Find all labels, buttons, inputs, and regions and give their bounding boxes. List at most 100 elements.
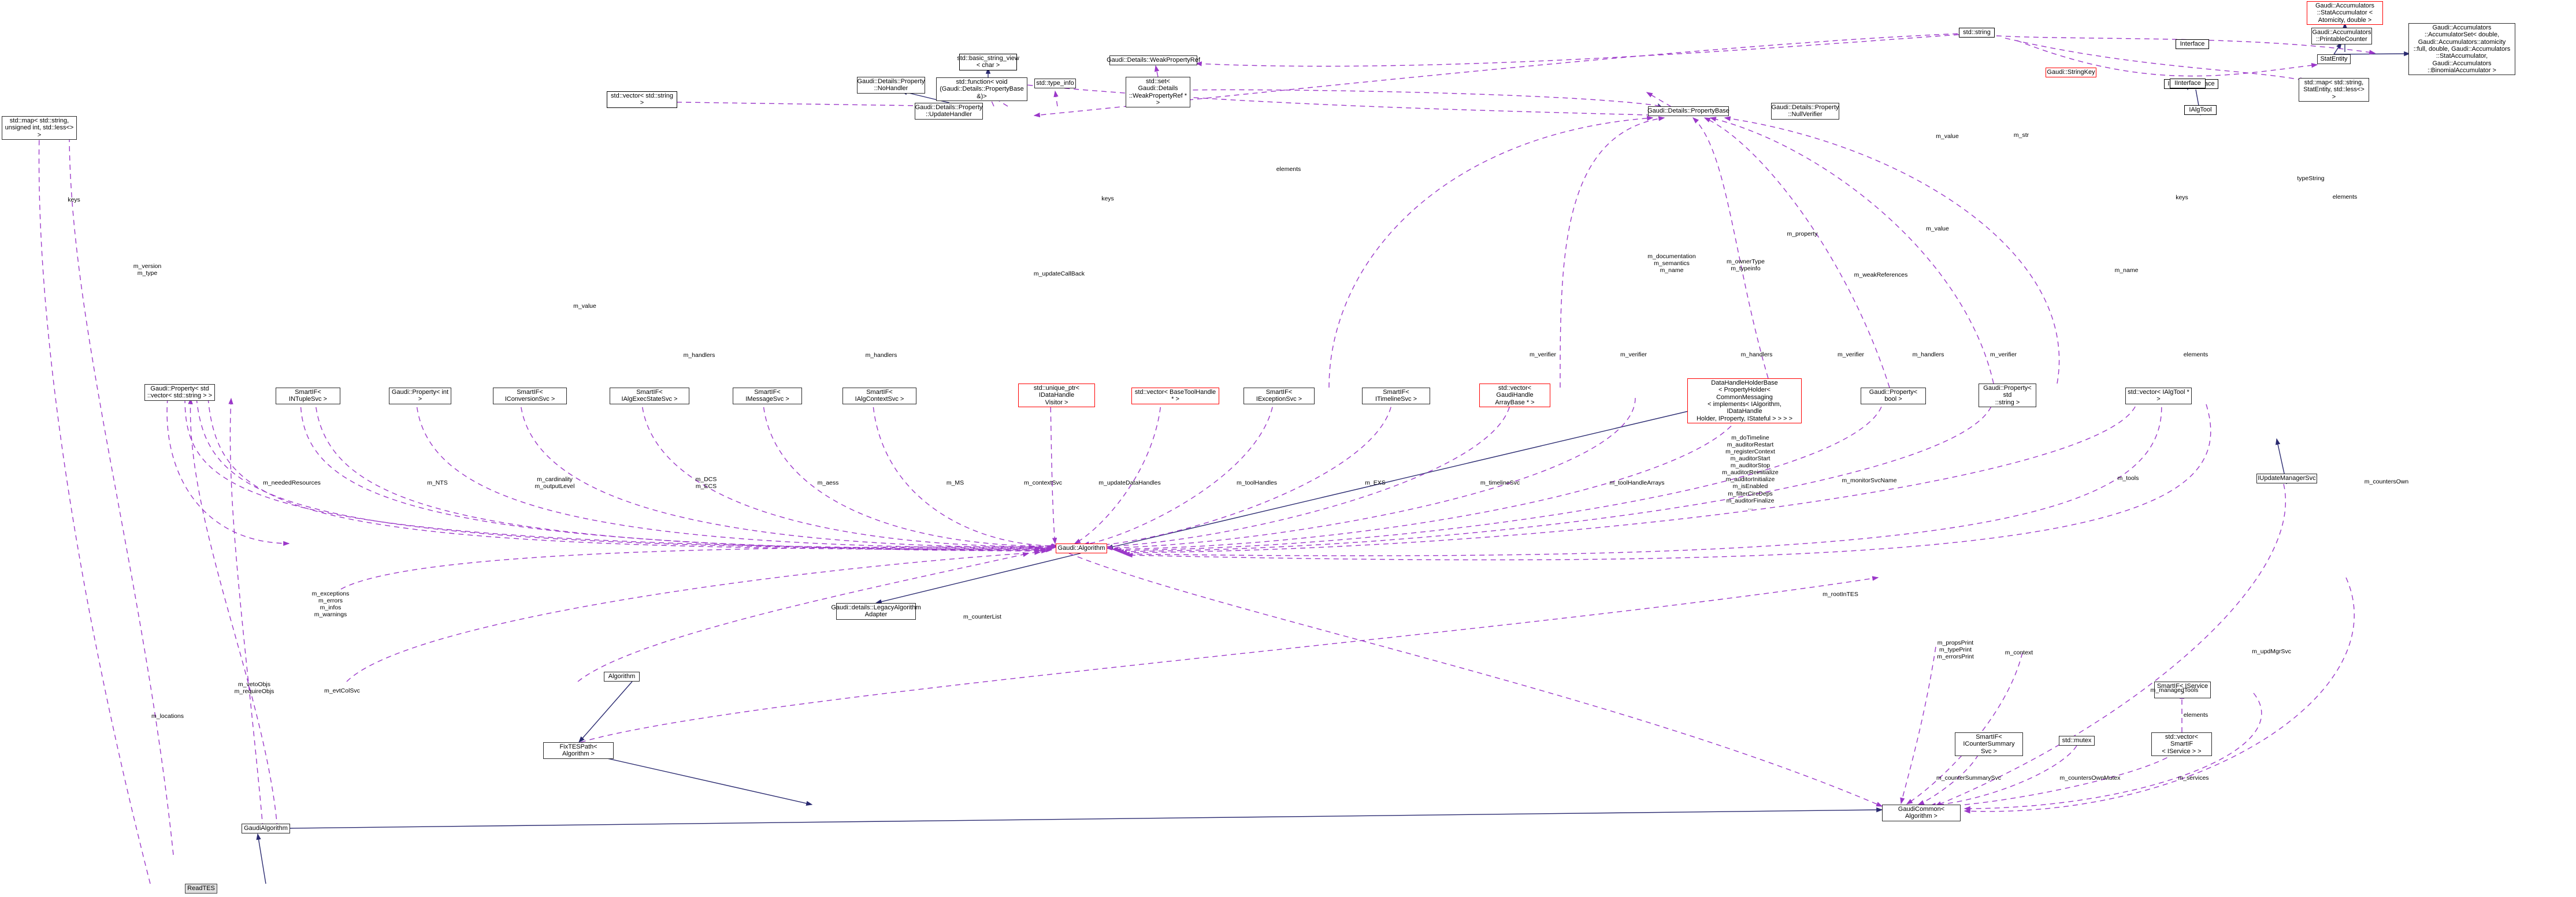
class-node[interactable]: std::type_info	[1034, 79, 1076, 88]
edge-label: m_ownerType m_typeinfo	[1727, 258, 1765, 273]
edge-label: m_verifier	[1620, 351, 1647, 358]
class-node[interactable]: GaudiAlgorithm	[242, 824, 290, 833]
class-node[interactable]: std::set< Gaudi::Details ::WeakPropertyR…	[1126, 77, 1190, 108]
class-node[interactable]: SmartIF< IService >	[2154, 682, 2211, 698]
edge-label: m_property	[1787, 230, 1818, 237]
edge-label: m_name	[2114, 267, 2139, 274]
edge-label: m_version m_type	[133, 263, 162, 277]
class-node[interactable]: StatEntity	[2317, 54, 2351, 64]
class-node[interactable]: Gaudi::Details::PropertyBase	[1647, 106, 1729, 116]
edge-label: m_contextSvc	[1024, 479, 1062, 486]
class-node[interactable]: std::vector< SmartIF < IService > >	[2151, 732, 2212, 756]
edge-label: m_tools	[2117, 475, 2139, 482]
edge-label: m_str	[2013, 132, 2029, 139]
edge-label: m_value	[1936, 133, 1959, 140]
class-node[interactable]: SmartIF< IAlgContextSvc >	[842, 388, 916, 404]
class-node[interactable]: SmartIF< IMessageSvc >	[733, 388, 802, 404]
edge-label: keys	[68, 196, 80, 203]
edge-label: m_weakReferences	[1854, 271, 1908, 278]
edge-label: m_neededResources	[263, 479, 321, 486]
class-node[interactable]: Gaudi::Details::WeakPropertyRef	[1107, 55, 1200, 65]
edge-label: m_services	[2178, 775, 2209, 781]
class-node[interactable]: IAlgTool	[2184, 105, 2217, 115]
class-node[interactable]: std::vector< std::string >	[607, 91, 677, 108]
class-node[interactable]: Gaudi::Property< bool >	[1861, 388, 1926, 404]
class-node[interactable]: IUpdateManagerSvc	[2256, 474, 2317, 483]
edge-label: m_propsPrint m_typePrint m_errorsPrint	[1937, 639, 1974, 661]
edge-label: m_handlers	[1740, 351, 1773, 358]
class-node[interactable]: std::vector< BaseToolHandle * >	[1131, 388, 1219, 404]
edge-label: elements	[2332, 193, 2358, 200]
edge-label: m_value	[1926, 225, 1949, 232]
class-node[interactable]: DataHandleHolderBase < PropertyHolder< C…	[1687, 378, 1802, 423]
edge-label: m_managedTools	[2150, 687, 2199, 694]
class-node[interactable]: std::mutex	[2059, 736, 2095, 746]
edge-label: m_countersOwnMutex	[2059, 775, 2121, 781]
class-node[interactable]: Gaudi::Accumulators ::StatAccumulator < …	[2307, 1, 2383, 25]
class-node[interactable]: std::unique_ptr< IDataHandle Visitor >	[1018, 384, 1095, 407]
class-node[interactable]: GaudiCommon< Algorithm >	[1882, 805, 1961, 821]
class-node[interactable]: Gaudi::Algorithm	[1056, 544, 1107, 553]
class-node[interactable]: SmartIF< ITimelineSvc >	[1362, 388, 1430, 404]
edge-label: m_DCS m_ECS	[695, 476, 717, 490]
edge-label: m_documentation m_semantics m_name	[1647, 253, 1696, 274]
edge-label: m_locations	[151, 713, 184, 720]
class-node[interactable]: Gaudi::StringKey	[2046, 68, 2096, 77]
edge-label: m_MS	[946, 479, 964, 486]
class-node[interactable]: SmartIF< IConversionSvc >	[493, 388, 567, 404]
edge-label: m_timelineSvc	[1480, 479, 1520, 486]
class-node[interactable]: std::vector< IAlgTool * >	[2125, 388, 2192, 404]
class-node[interactable]: Gaudi::Property< std ::string >	[1979, 384, 2036, 407]
edge-label: m_vetoObjs m_requireObjs	[234, 681, 274, 695]
class-node[interactable]: IInterface	[2170, 79, 2206, 88]
edge-label: elements	[2183, 712, 2208, 719]
class-node[interactable]: std::string	[1959, 28, 1995, 38]
edge-label: m_verifier	[1529, 351, 1557, 358]
class-node[interactable]: Gaudi::Property< std ::vector< std::stri…	[144, 384, 215, 401]
edge-label: m_monitorSvcName	[1842, 477, 1897, 484]
class-node[interactable]: SmartIF< INTupleSvc >	[276, 388, 340, 404]
edge-label: m_updMgrSvc	[2252, 648, 2291, 655]
edge-label: m_aess	[817, 479, 839, 486]
edge-label: m_EXS	[1365, 479, 1386, 486]
edge-label: typeString	[2297, 175, 2325, 182]
edge-label: m_context	[2005, 649, 2033, 656]
edge-label: keys	[2176, 194, 2188, 201]
edge-label: m_verifier	[1989, 351, 2017, 358]
edge-label: m_doTimeline m_auditorRestart m_register…	[1722, 434, 1779, 511]
class-node[interactable]: std::map< std::string, unsigned int, std…	[2, 116, 77, 140]
class-node[interactable]: Gaudi::Property< int >	[389, 388, 451, 404]
class-node[interactable]: std::basic_string_view < char >	[957, 54, 1019, 70]
class-node[interactable]: std::map< std::string, StatEntity, std::…	[2299, 78, 2369, 102]
edge-label: keys	[1101, 195, 1114, 202]
class-node[interactable]: std::vector< GaudiHandle ArrayBase * >	[1479, 384, 1550, 407]
edge-label: m_counterSummarySvc	[1936, 775, 2002, 781]
class-node[interactable]: Algorithm	[604, 672, 640, 682]
class-node[interactable]: SmartIF< IAlgExecStateSvc >	[610, 388, 689, 404]
class-node[interactable]: Gaudi::Details::Property ::NullVerifier	[1771, 103, 1839, 120]
class-node[interactable]: SmartIF< ICounterSummary Svc >	[1955, 732, 2023, 756]
edge-label: m_updateDataHandles	[1098, 479, 1161, 486]
edge-label: m_handlers	[683, 352, 715, 359]
class-node[interactable]: Gaudi::Accumulators ::PrintableCounter	[2311, 28, 2372, 44]
class-node[interactable]: Gaudi::Details::Property ::NoHandler	[857, 77, 925, 94]
class-node[interactable]: ReadTES	[185, 884, 217, 894]
edge-label: m_counterList	[963, 613, 1001, 620]
edge-label: m_value	[573, 303, 596, 310]
edge-label: m_cardinality m_outputLevel	[534, 476, 575, 490]
class-node[interactable]: FixTESPath< Algorithm >	[543, 742, 614, 759]
edge-label: elements	[1276, 166, 1301, 173]
class-node[interactable]: Gaudi::Details::Property ::UpdateHandler	[915, 103, 983, 120]
class-node[interactable]: std::function< void (Gaudi::Details::Pro…	[936, 77, 1027, 101]
edge-label: m_NTS	[427, 479, 448, 486]
edge-label: m_countersOwn	[2364, 478, 2409, 485]
edge-label: m_rootInTES	[1822, 591, 1858, 598]
class-node[interactable]: Gaudi::Accumulators ::AccumulatorSet< do…	[2408, 23, 2515, 76]
edge-label: m_evtColSvc	[324, 687, 360, 694]
class-node[interactable]: Interface	[2176, 39, 2209, 49]
edge-label: elements	[2183, 351, 2208, 358]
class-node[interactable]: SmartIF< IExceptionSvc >	[1244, 388, 1315, 404]
class-node[interactable]: Gaudi::details::LegacyAlgorithm Adapter	[831, 603, 921, 620]
